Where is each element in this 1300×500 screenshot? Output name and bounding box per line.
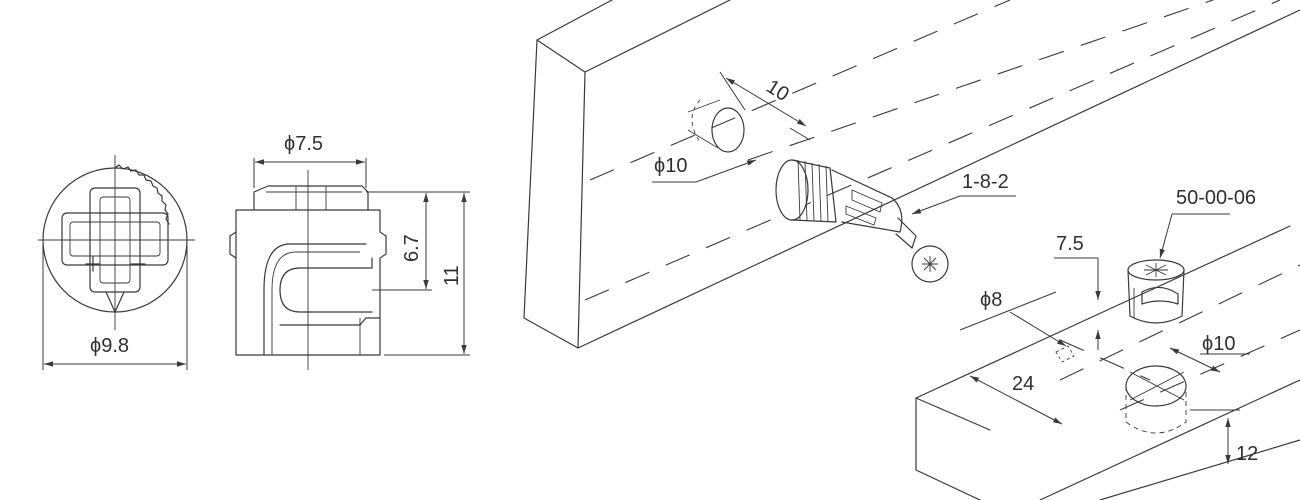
bolt-hole-back <box>691 99 701 143</box>
pin-diameter-leader <box>1009 311 1067 347</box>
bolt-slot-2 <box>845 205 877 226</box>
side-top-cap <box>253 185 369 211</box>
total-height-label: 11 <box>441 265 463 286</box>
bolt-part-code: 1-8-2 <box>962 171 1009 193</box>
cam-code-leader <box>1159 213 1173 259</box>
front-view: ϕ9.8 <box>38 155 195 370</box>
side-view: ϕ7.5 6.7 11 <box>229 133 470 370</box>
bolt-depth-dimension <box>725 77 807 127</box>
side-u-slot <box>279 257 373 313</box>
cam-lock-part: 50-00-06 <box>1127 187 1256 324</box>
side-diameter-label: ϕ7.5 <box>284 133 323 155</box>
pointer-arrow <box>105 291 125 313</box>
bolt-head-cross-icon <box>922 256 938 272</box>
cam-bore-cross-2 <box>1129 371 1185 401</box>
cam-bore-depth-label: 12 <box>1236 443 1258 465</box>
side-u-inner <box>271 251 360 355</box>
bolt-shank <box>831 169 903 233</box>
front-diameter-label: ϕ9.8 <box>90 335 129 357</box>
cam-bore-depth <box>1125 386 1187 434</box>
bore-spacing-dimension <box>969 375 1063 425</box>
bolt-threads <box>797 159 829 223</box>
bore-spacing-label: 24 <box>1012 373 1034 395</box>
edge-offset-label: 7.5 <box>1056 233 1084 255</box>
cam-cross-icon <box>1144 263 1168 277</box>
lower-board-front-top <box>1039 379 1300 500</box>
lower-guide-3 <box>1059 339 1151 381</box>
bolt-thread-end <box>775 159 809 221</box>
guide-dash-1 <box>584 0 1281 301</box>
lower-board-top-back <box>915 225 1291 399</box>
side-body <box>235 209 387 356</box>
lower-board-front-bottom <box>1099 439 1300 500</box>
side-u-outer <box>263 243 367 356</box>
bolt-diameter-label: ϕ10 <box>654 155 687 177</box>
bolt-diameter-leader <box>695 159 757 183</box>
side-left-notch <box>229 231 237 259</box>
bolt-hole-mark-2 <box>687 129 719 149</box>
upper-board-top-left <box>536 0 613 41</box>
bolt-neck <box>895 217 917 249</box>
cam-bore-diameter-label: ϕ10 <box>1202 333 1235 355</box>
pin-diameter-label: ϕ8 <box>980 289 1002 311</box>
bolt-slot <box>851 189 883 213</box>
knurled-edge <box>114 164 170 225</box>
connector-bolt: 1-8-2 <box>775 159 1016 283</box>
depth-ext-2 <box>789 127 811 141</box>
cam-body <box>1127 269 1185 324</box>
pin-hole <box>1055 345 1075 363</box>
guide-dash-3 <box>747 0 1215 161</box>
lower-board: 7.5 ϕ8 24 ϕ10 12 <box>915 225 1300 500</box>
upper-board-bottom-edge <box>577 9 1300 349</box>
cam-part-code: 50-00-06 <box>1176 187 1256 209</box>
side-bottom-lip <box>279 317 381 326</box>
plus-mark <box>85 256 101 272</box>
bolt-hole <box>711 107 745 153</box>
bolt-depth-label: 10 <box>762 76 793 106</box>
upper-board-top-right <box>584 0 731 73</box>
cam-bore <box>1125 365 1187 407</box>
guide-dash-2 <box>589 0 1011 181</box>
cam-bore-diameter-dimension <box>1169 347 1221 373</box>
upper-board: 10 ϕ10 <box>523 0 1300 349</box>
lower-board-top-left <box>915 397 991 431</box>
inner-height-label: 6.7 <box>401 234 423 262</box>
bolt-hole-mark-1 <box>687 99 721 113</box>
cam-slot <box>1141 286 1179 305</box>
bolt-code-leader <box>911 195 961 215</box>
depth-ext-1 <box>719 71 746 111</box>
upper-board-front <box>523 39 586 349</box>
lower-board-front <box>915 397 981 500</box>
pin-dim-ext-1 <box>959 291 1057 331</box>
lower-guide-1 <box>1059 264 1300 381</box>
